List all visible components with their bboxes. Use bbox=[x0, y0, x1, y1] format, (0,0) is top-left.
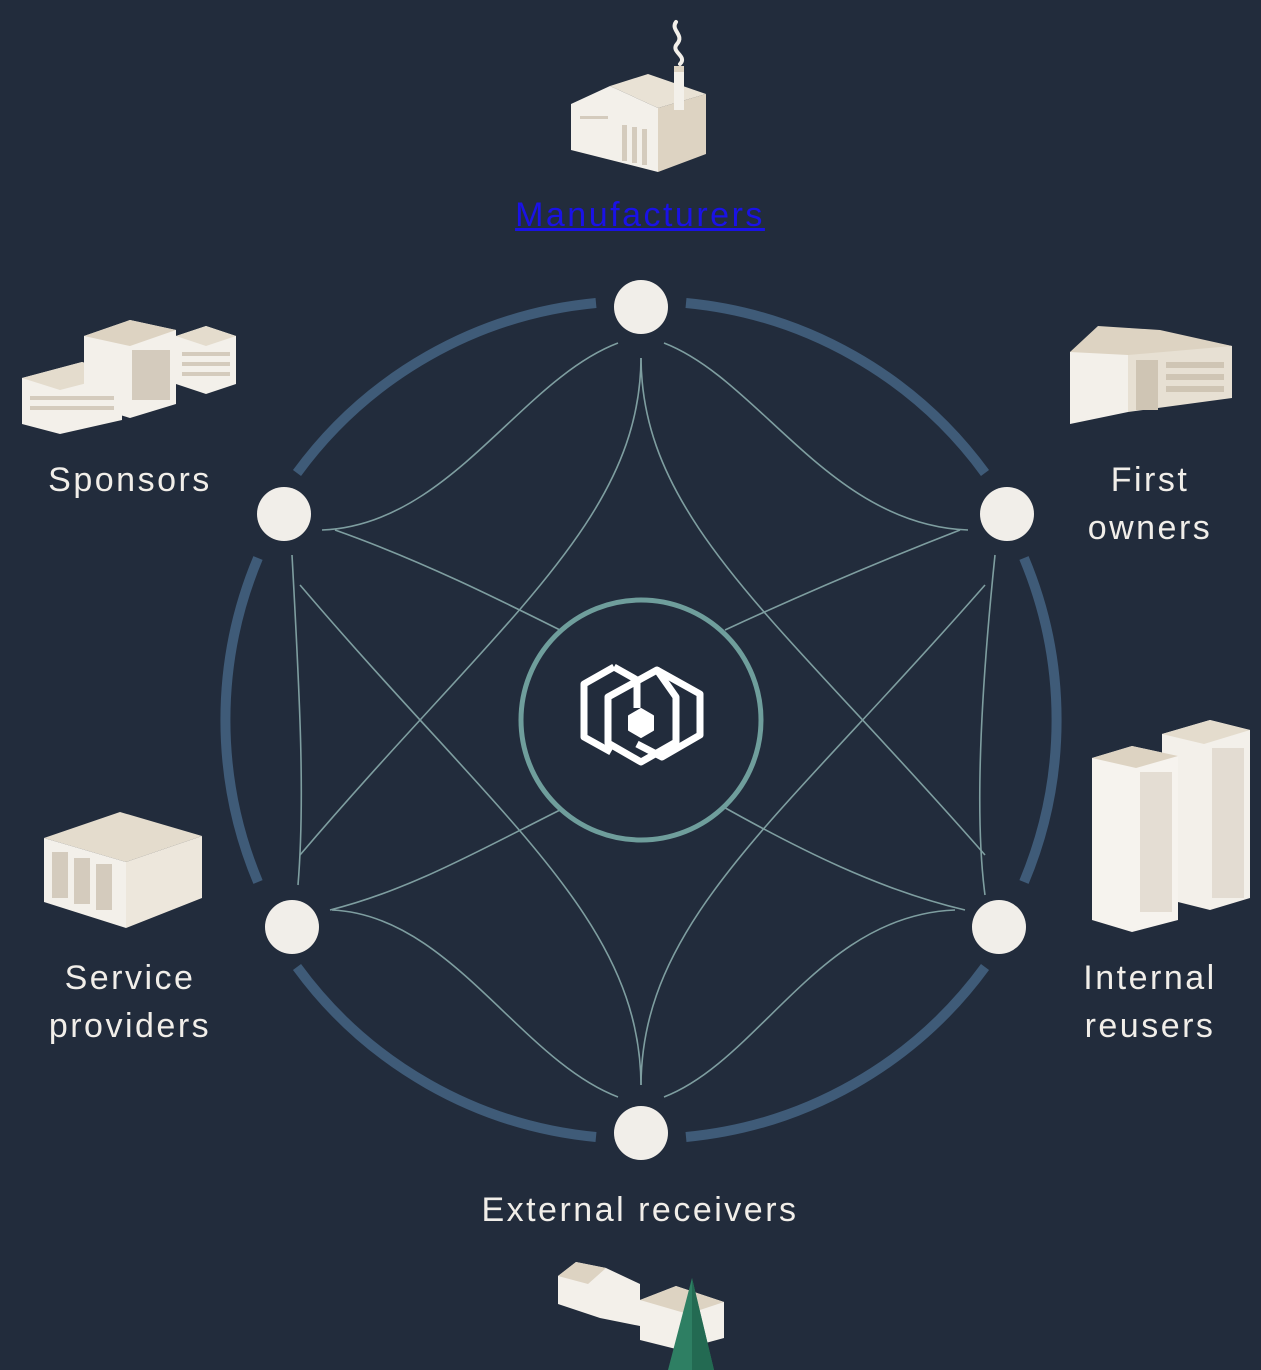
label-service-providers: Service providers bbox=[30, 954, 230, 1050]
service-providers-line1: Service bbox=[64, 959, 196, 997]
first-owners-line1: First bbox=[1110, 461, 1190, 499]
storage-building-icon bbox=[44, 812, 202, 928]
internal-reusers-line2: reusers bbox=[1084, 1007, 1216, 1045]
label-internal-reusers: Internal reusers bbox=[1060, 954, 1240, 1050]
first-owners-line2: owners bbox=[1087, 509, 1213, 547]
houses-with-tree-icon bbox=[558, 1262, 724, 1370]
internal-reusers-line1: Internal bbox=[1083, 959, 1217, 997]
node-external-receivers[interactable] bbox=[614, 1106, 668, 1160]
ring-nodes bbox=[257, 280, 1034, 1160]
center-hub bbox=[518, 597, 764, 843]
node-sponsors[interactable] bbox=[257, 487, 311, 541]
nested-hexagon-logo-icon bbox=[580, 663, 704, 766]
node-manufacturers[interactable] bbox=[614, 280, 668, 334]
outer-ring bbox=[220, 298, 1062, 1142]
manufacturers-link[interactable]: Manufacturers bbox=[515, 196, 765, 234]
office-towers-icon bbox=[1092, 720, 1250, 932]
label-sponsors: Sponsors bbox=[48, 461, 212, 499]
node-service-providers[interactable] bbox=[265, 900, 319, 954]
node-first-owners[interactable] bbox=[980, 487, 1034, 541]
connector-lines bbox=[291, 342, 996, 1098]
label-external-receivers: External receivers bbox=[481, 1191, 799, 1229]
label-first-owners: First owners bbox=[1060, 456, 1240, 552]
service-providers-line2: providers bbox=[48, 1007, 212, 1045]
warehouse-icon bbox=[1070, 326, 1232, 424]
node-internal-reusers[interactable] bbox=[972, 900, 1026, 954]
factory-icon bbox=[571, 20, 706, 172]
label-manufacturers[interactable]: Manufacturers bbox=[470, 191, 810, 239]
office-complex-icon bbox=[22, 320, 236, 434]
